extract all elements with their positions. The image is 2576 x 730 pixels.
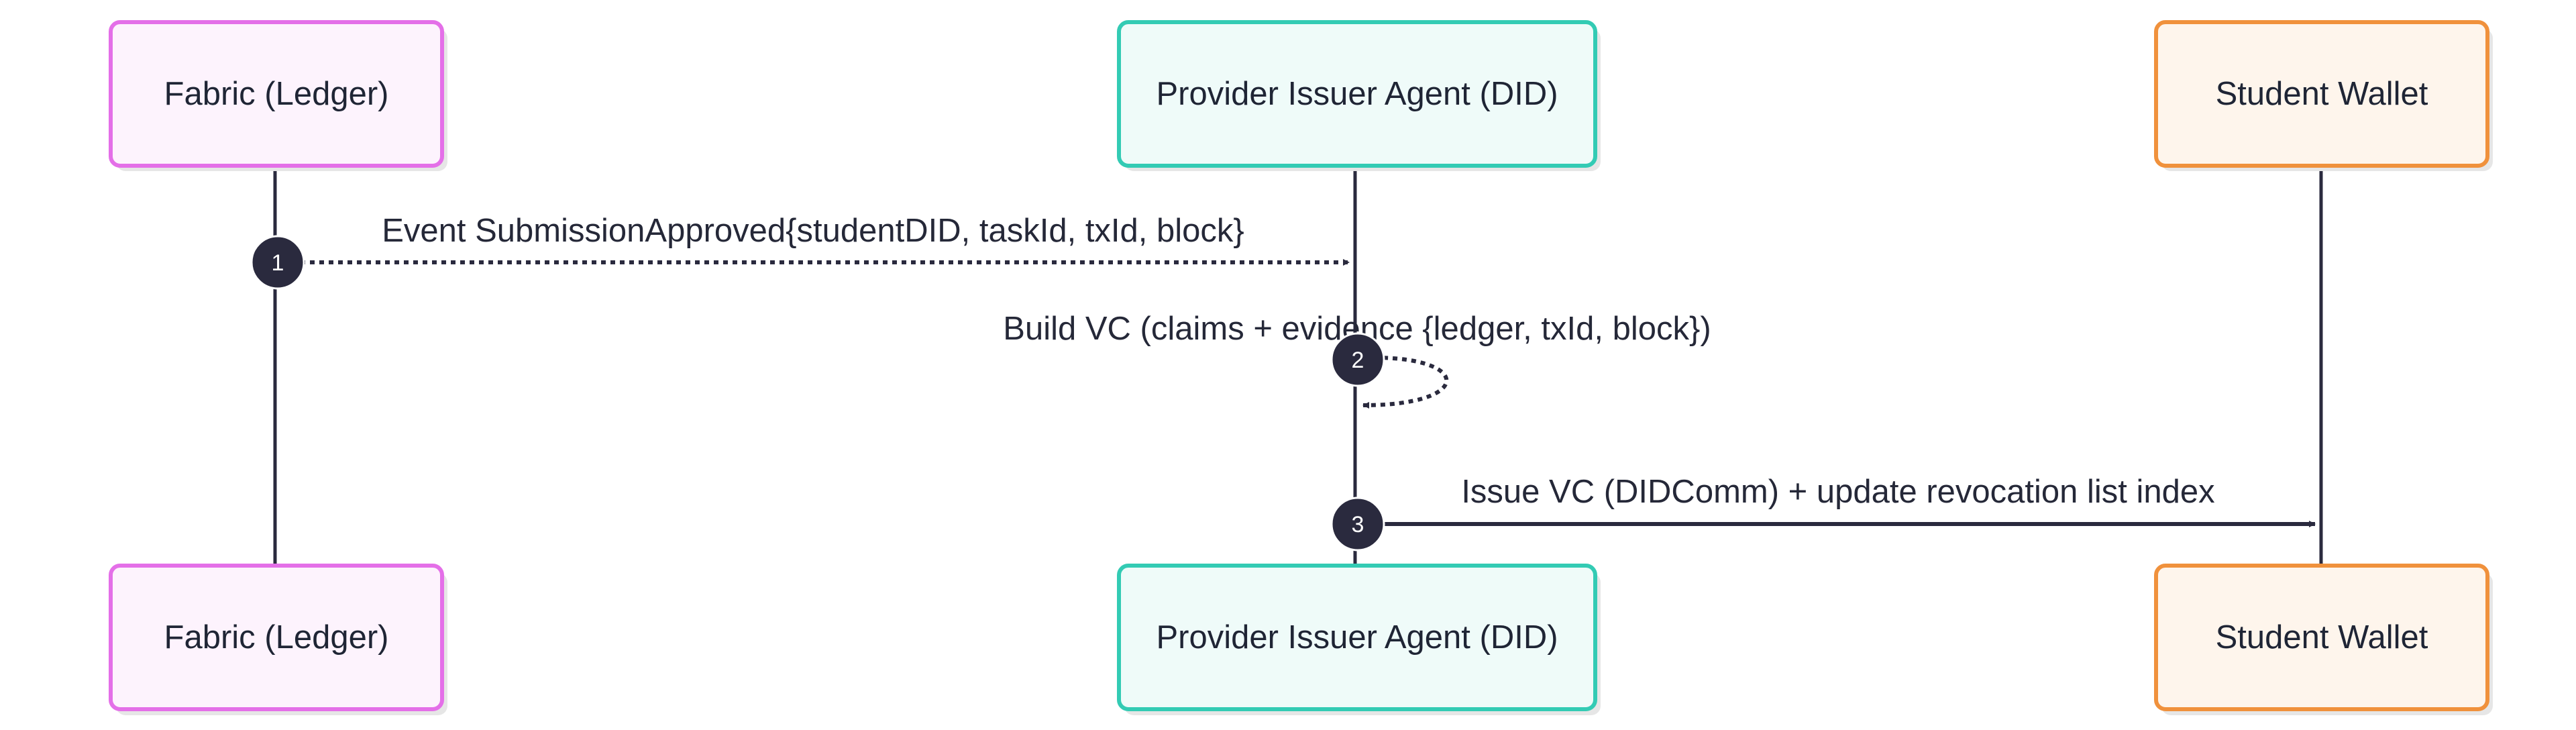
actor-issuer-top-label: Provider Issuer Agent (DID) xyxy=(1156,76,1558,112)
actor-fabric-bottom-label: Fabric (Ledger) xyxy=(164,619,389,656)
actor-wallet-top-box xyxy=(2154,20,2489,168)
actor-fabric-bottom: Fabric (Ledger) xyxy=(109,564,447,715)
message-1-label: Event SubmissionApproved{studentDID, tas… xyxy=(382,213,1244,249)
actor-fabric-top: Fabric (Ledger) xyxy=(109,20,447,171)
message-1: Event SubmissionApproved{studentDID, tas… xyxy=(250,213,1350,290)
actor-issuer-top-box xyxy=(1117,20,1597,168)
message-1-number-badge xyxy=(250,235,305,290)
message-3-label: Issue VC (DIDComm) + update revocation l… xyxy=(1461,474,2214,510)
actor-issuer-bottom-label: Provider Issuer Agent (DID) xyxy=(1156,619,1558,656)
actor-wallet-top-label: Student Wallet xyxy=(2216,76,2428,112)
message-3: Issue VC (DIDComm) + update revocation l… xyxy=(1330,474,2316,552)
message-1-number: 1 xyxy=(272,250,284,276)
actor-wallet-bottom: Student Wallet xyxy=(2154,564,2493,715)
actor-fabric-top-box xyxy=(109,20,444,168)
message-2: Build VC (claims + evidence {ledger, txI… xyxy=(1003,311,1711,409)
message-2-self-loop xyxy=(1362,356,1449,409)
message-3-number: 3 xyxy=(1352,512,1364,537)
actor-issuer-bottom: Provider Issuer Agent (DID) xyxy=(1117,564,1601,715)
actor-issuer-bottom-box xyxy=(1117,564,1597,711)
actor-fabric-bottom-box xyxy=(109,564,444,711)
actor-wallet-top: Student Wallet xyxy=(2154,20,2493,171)
actor-wallet-bottom-label: Student Wallet xyxy=(2216,619,2428,656)
actor-wallet-bottom-box xyxy=(2154,564,2489,711)
message-2-number: 2 xyxy=(1352,348,1364,373)
actor-fabric-top-label: Fabric (Ledger) xyxy=(164,76,389,112)
message-2-number-badge xyxy=(1330,332,1385,387)
message-3-number-badge xyxy=(1330,497,1385,552)
actor-issuer-top: Provider Issuer Agent (DID) xyxy=(1117,20,1601,171)
